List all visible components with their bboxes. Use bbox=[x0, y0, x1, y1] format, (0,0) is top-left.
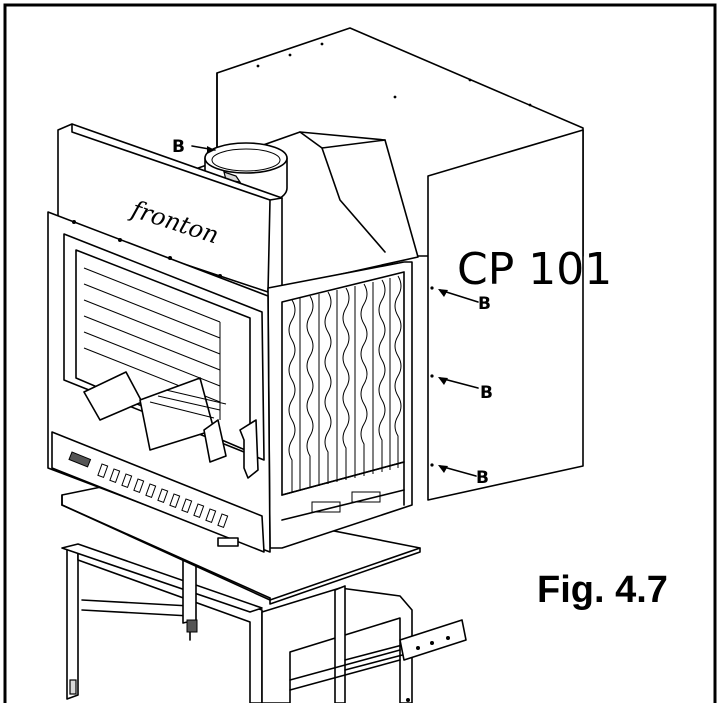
label-b-3: B bbox=[476, 468, 489, 488]
firebox-door bbox=[47, 211, 271, 553]
side-convection-panel bbox=[267, 261, 413, 549]
screw-hole bbox=[430, 286, 434, 290]
label-cp-101: CP 101 bbox=[457, 244, 612, 295]
label-b-2: B bbox=[480, 383, 493, 403]
figure-border bbox=[3, 3, 717, 703]
marker-b-2: B bbox=[438, 377, 493, 403]
casing-side-panel bbox=[427, 129, 584, 501]
label-b-top: B bbox=[172, 137, 185, 157]
screw-hole bbox=[430, 374, 434, 378]
support-stand bbox=[61, 543, 467, 703]
door-handle bbox=[239, 419, 259, 479]
marker-b-1: B bbox=[438, 289, 491, 314]
screw-hole bbox=[430, 463, 434, 467]
figure-number: Fig. 4.7 bbox=[537, 569, 668, 611]
firebox-body bbox=[47, 123, 419, 553]
marker-b-3: B bbox=[438, 465, 489, 488]
marker-b-top: B bbox=[172, 137, 216, 157]
label-b-1: B bbox=[478, 294, 491, 314]
